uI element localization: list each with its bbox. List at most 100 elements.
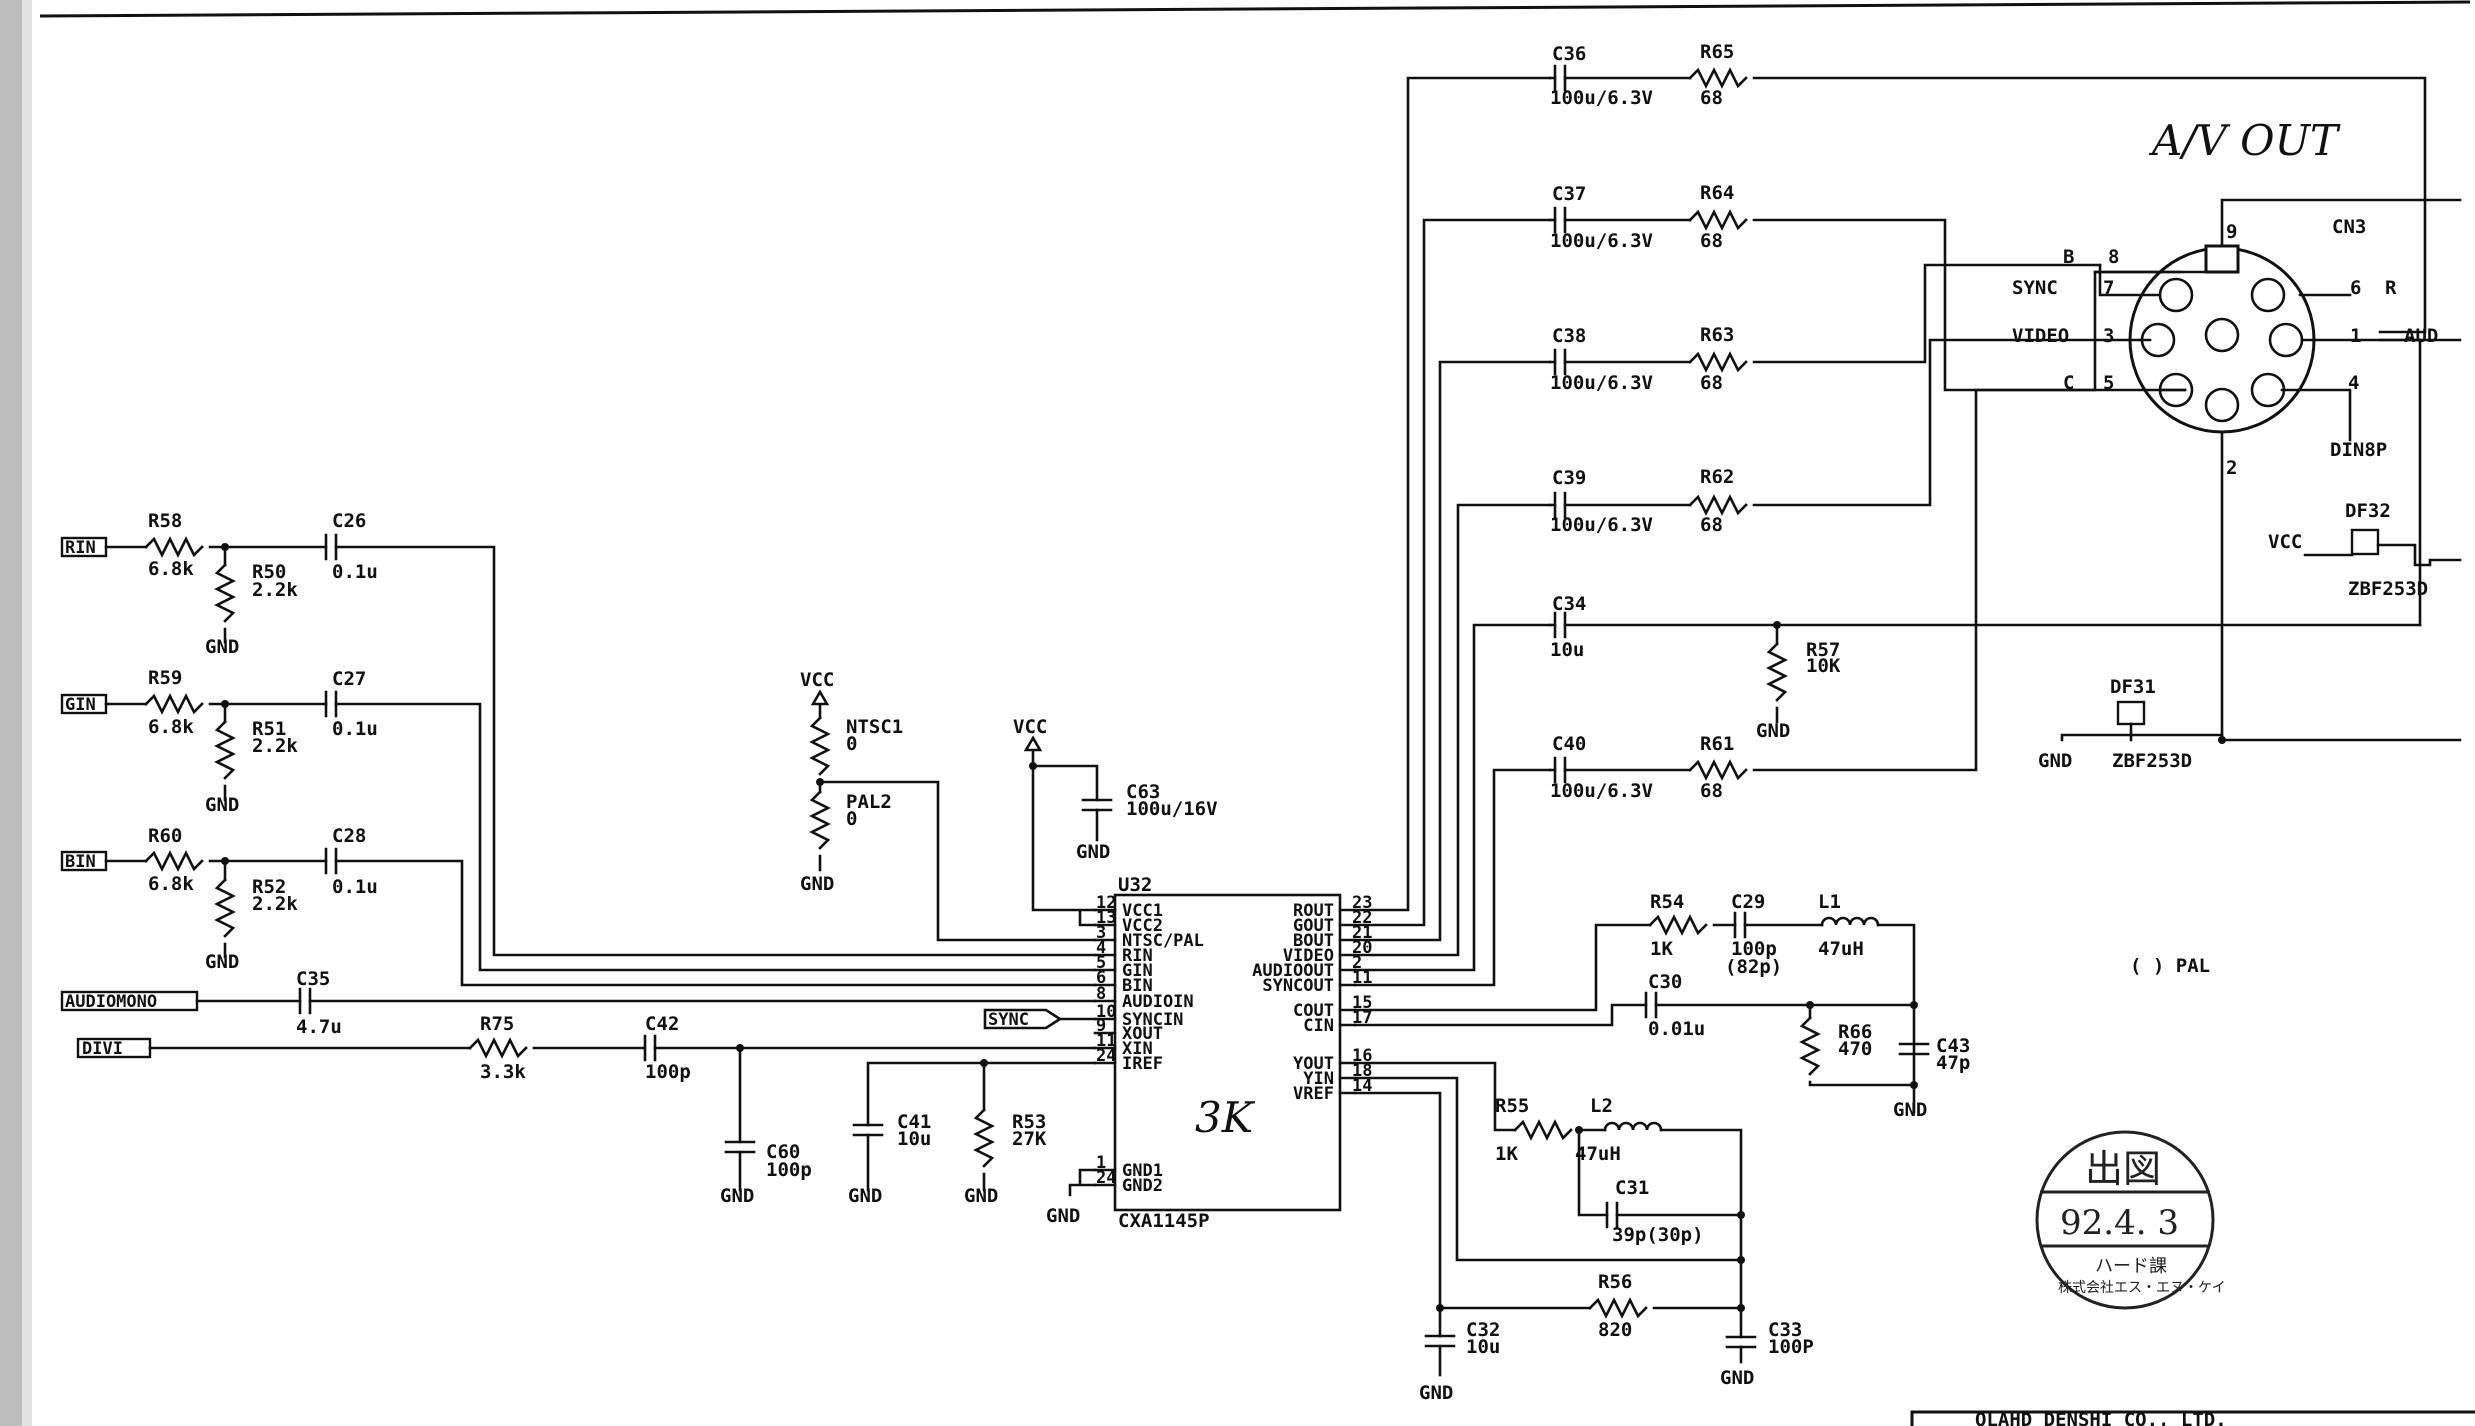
- resistor-r54: [1648, 915, 1708, 935]
- cn3-pin5-signal: C: [2063, 372, 2074, 394]
- capacitor-c26: [324, 533, 338, 561]
- ic-pin-number: 4: [1096, 938, 1106, 958]
- ic-pin-number: 22: [1352, 908, 1372, 928]
- net-label-gin: GIN: [65, 695, 96, 715]
- c63-value: 100u/16V: [1126, 798, 1218, 820]
- c43-value: 47p: [1936, 1052, 1970, 1074]
- stamp-company: 株式会社エス・エヌ・ケイ: [2058, 1280, 2226, 1296]
- capacitor-c32: [1424, 1334, 1456, 1348]
- title-block-company: OLAHD DENSHI CO., LTD.: [1975, 1409, 2227, 1426]
- capacitor-c34: [1553, 611, 1567, 639]
- ic-pin-name: XIN: [1122, 1039, 1153, 1059]
- cn3-pin6-signal: R: [2385, 277, 2397, 299]
- capacitor-c33: [1725, 1335, 1757, 1349]
- c37-ref: C37: [1552, 183, 1586, 205]
- resistor-r56: [1588, 1298, 1648, 1318]
- r50-value: 2.2k: [252, 579, 298, 601]
- ic-pin-name: GND1: [1122, 1161, 1163, 1181]
- note-3k: 3K: [1195, 1093, 1256, 1142]
- ic-pin-name: YOUT: [1293, 1054, 1334, 1074]
- capacitor-c40: [1553, 756, 1567, 784]
- cn3-pin3-signal: VIDEO: [2012, 325, 2069, 347]
- l1-ref: L1: [1818, 891, 1841, 913]
- c35-ref: C35: [296, 968, 330, 990]
- ic-pin-name: NTSC/PAL: [1122, 931, 1204, 951]
- resistor-ntsc1: [810, 716, 830, 776]
- r51-ref: R51: [252, 718, 286, 740]
- output-bus: [1353, 76, 1552, 987]
- ic-pin-name: YIN: [1303, 1069, 1334, 1089]
- ic-pin-number: 3: [1096, 923, 1106, 943]
- ic-pin-name: XOUT: [1122, 1024, 1163, 1044]
- ic-pin-name: ROUT: [1293, 901, 1334, 921]
- r52-ref: R52: [252, 876, 286, 898]
- ic-pin-number: 8: [1096, 984, 1106, 1004]
- gin-input-section: GIN R59 6.8k GND R51 2.2k C27 0.1u: [60, 667, 1097, 972]
- r53-value: 27K: [1012, 1128, 1047, 1150]
- ic-pin-name: BIN: [1122, 976, 1153, 996]
- din-pin-holes: [2140, 277, 2304, 423]
- capacitor-c63: [1081, 798, 1113, 812]
- ic-part-number: CXA1145P: [1118, 1210, 1210, 1232]
- cn3-pin2-num: 2: [2226, 457, 2237, 479]
- ic-pin-number: 24: [1096, 1168, 1116, 1188]
- r63-ref: R63: [1700, 324, 1734, 346]
- gnd-label: GND: [1076, 841, 1110, 863]
- l2-value: 47uH: [1575, 1143, 1621, 1165]
- ic-pin-number: 2: [1352, 953, 1362, 973]
- r51-value: 2.2k: [252, 735, 298, 757]
- title-block: OLAHD DENSHI CO., LTD.: [1910, 1409, 2475, 1426]
- c42-value: 100p: [645, 1061, 691, 1083]
- c40-ref: C40: [1552, 733, 1586, 755]
- gnd-label: GND: [1046, 1205, 1080, 1227]
- r75-ref: R75: [480, 1013, 514, 1035]
- gnd-label: GND: [1720, 1367, 1754, 1389]
- r57-ref: R57: [1806, 639, 1840, 661]
- capacitor-c60: [724, 1140, 756, 1154]
- r63-value: 68: [1700, 372, 1723, 394]
- c29-ref: C29: [1731, 891, 1765, 913]
- r61-ref: R61: [1700, 733, 1734, 755]
- ic-pin-number: 11: [1096, 1031, 1116, 1051]
- ic-pin-number: 13: [1096, 908, 1116, 928]
- ic-pin-number: 16: [1352, 1046, 1372, 1066]
- c36-ref: C36: [1552, 43, 1586, 65]
- ic-pin-number: 10: [1096, 1002, 1116, 1022]
- ic-pin-name: IREF: [1122, 1054, 1163, 1074]
- resistor-r58: [144, 537, 204, 557]
- approval-stamp: 出図 92.4. 3 ハード課 株式会社エス・エヌ・ケイ: [2035, 1130, 2226, 1310]
- cn3-ref: CN3: [2332, 216, 2366, 238]
- cn3-pin4-num: 4: [2348, 372, 2359, 394]
- cn3-pin6-num: 6: [2350, 277, 2361, 299]
- c30-value: 0.01u: [1648, 1018, 1705, 1040]
- vcc-label: VCC: [1013, 716, 1047, 738]
- capacitor-c41: [852, 1123, 884, 1137]
- c30-ref: C30: [1648, 971, 1682, 993]
- ic-pin-number: 1: [1096, 1153, 1106, 1173]
- ic-pin-name: GND2: [1122, 1176, 1163, 1196]
- ntsc-pal-select: VCC NTSC1 0 PAL2 0 GND: [800, 669, 1097, 942]
- resistor-r75: [468, 1038, 528, 1058]
- resistor-r63: [1688, 352, 1748, 372]
- ic-pin-number: 5: [1096, 953, 1106, 973]
- capacitor-c29: [1733, 911, 1747, 939]
- r56-ref: R56: [1598, 1271, 1632, 1293]
- gnd-label: GND: [1893, 1099, 1927, 1121]
- c41-ref: C41: [897, 1111, 931, 1133]
- net-label-audiomono: AUDIOMONO: [65, 992, 157, 1012]
- vcc-decoupling: VCC GND C63 100u/16V: [1013, 716, 1218, 927]
- gnd-label: GND: [848, 1185, 882, 1207]
- ic-pin-name: GOUT: [1293, 916, 1334, 936]
- resistor-pal2: [810, 790, 830, 850]
- r59-value: 6.8k: [148, 716, 194, 738]
- ntsc1-ref: NTSC1: [846, 716, 903, 738]
- r54-value: 1K: [1650, 938, 1673, 960]
- vcc-label: VCC: [800, 669, 834, 691]
- ic-pin-name: VCC1: [1122, 901, 1163, 921]
- cn3-pin3-num: 3: [2103, 325, 2114, 347]
- r62-value: 68: [1700, 514, 1723, 536]
- resistor-r62: [1688, 495, 1748, 515]
- c26-ref: C26: [332, 510, 366, 532]
